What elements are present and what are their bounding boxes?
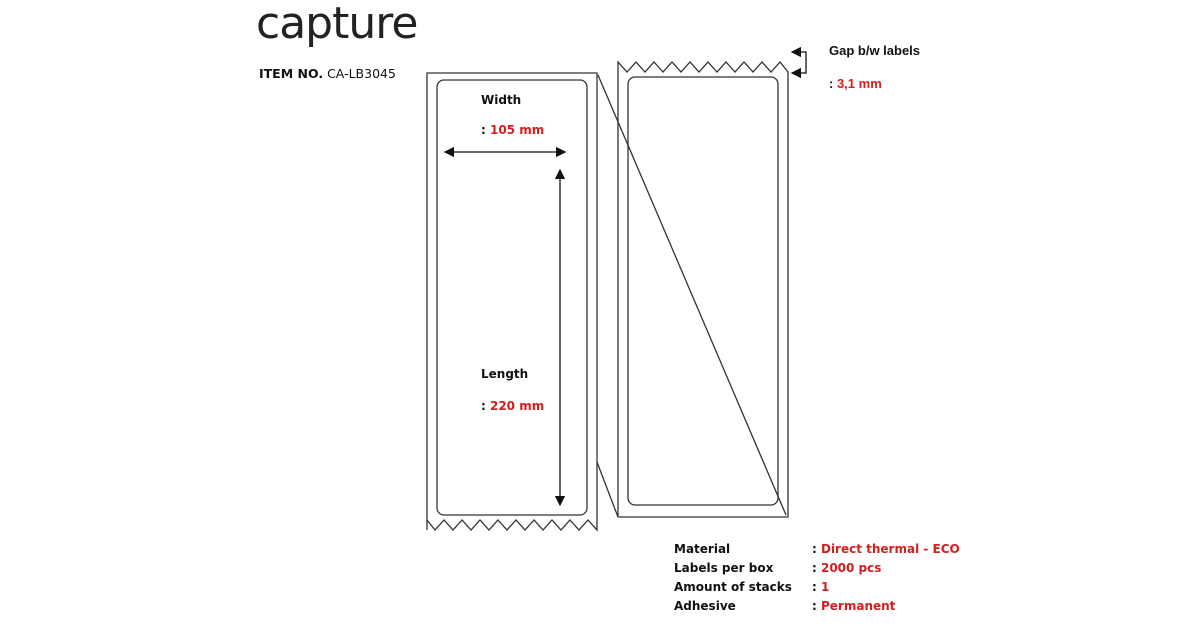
spec-value: Direct thermal - ECO bbox=[820, 542, 960, 556]
gap-label: Gap b/w labels bbox=[829, 43, 921, 58]
fold-lines bbox=[596, 74, 787, 518]
spec-value-row: : 1 bbox=[812, 580, 830, 594]
gap-value-row: : 3,1 mm bbox=[829, 76, 882, 91]
spec-label: Labels per box bbox=[674, 561, 774, 575]
spec-value-row: : Permanent bbox=[812, 599, 896, 613]
spec-value: 2000 pcs bbox=[820, 561, 882, 575]
spec-value-row: : Direct thermal - ECO bbox=[812, 542, 960, 556]
length-value-row: : 220 mm bbox=[481, 399, 545, 413]
capture-logo: capture bbox=[256, 0, 418, 49]
spec-value: 1 bbox=[820, 580, 830, 594]
spec-label: Adhesive bbox=[674, 599, 736, 613]
spec-value-row: : 2000 pcs bbox=[812, 561, 882, 575]
back-label-sheet bbox=[617, 60, 789, 518]
item-number-value: CA-LB3045 bbox=[327, 66, 396, 81]
item-number: ITEM NO. CA-LB3045 bbox=[259, 66, 396, 81]
width-label: Width bbox=[481, 93, 522, 107]
length-value: 220 mm bbox=[489, 399, 545, 413]
spec-value: Permanent bbox=[820, 599, 896, 613]
gap-arrows bbox=[790, 46, 807, 79]
front-label-sheet bbox=[426, 72, 598, 532]
gap-value: 3,1 mm bbox=[836, 76, 882, 91]
item-number-label: ITEM NO. bbox=[259, 66, 324, 81]
length-label: Length bbox=[481, 367, 529, 381]
spec-label: Amount of stacks bbox=[674, 580, 792, 594]
width-value: 105 mm bbox=[489, 123, 545, 137]
width-value-row: : 105 mm bbox=[481, 123, 545, 137]
spec-label: Material bbox=[674, 542, 731, 556]
